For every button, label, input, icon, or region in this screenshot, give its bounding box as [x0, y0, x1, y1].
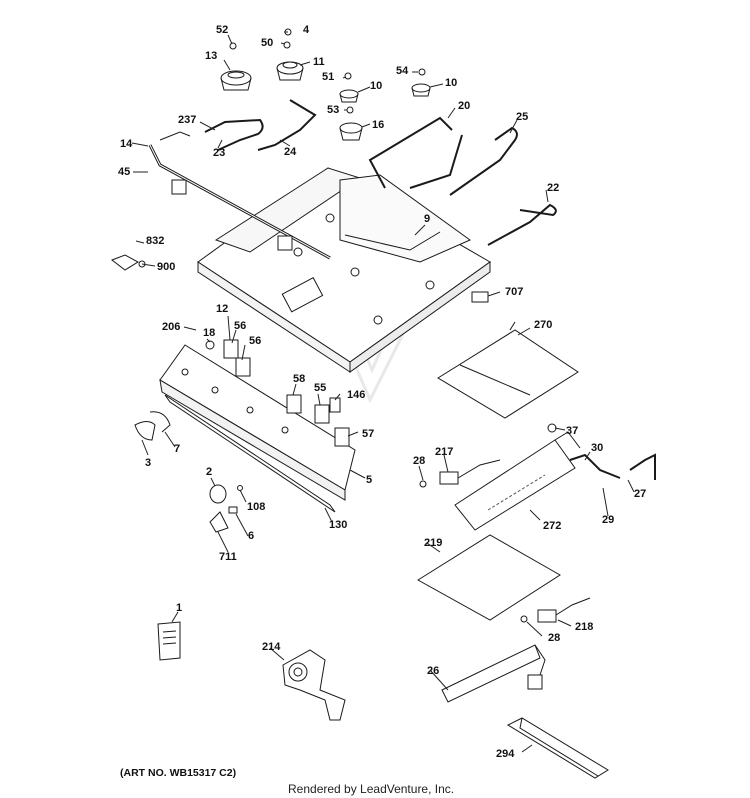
igniter-217	[440, 460, 500, 484]
callout-55: 55	[314, 382, 327, 394]
bracket-294	[508, 718, 608, 778]
knob-assembly-3	[135, 412, 170, 440]
burner-tube-22	[488, 205, 556, 245]
callout-4: 4	[303, 24, 310, 36]
bracket-900	[112, 255, 145, 270]
callout-130: 130	[329, 519, 348, 531]
callout-26: 26	[427, 665, 440, 677]
broil-shield-219	[418, 535, 560, 620]
callout-25: 25	[516, 111, 529, 123]
burner-tube-20	[370, 118, 462, 188]
callout-28: 28	[413, 455, 426, 467]
burner-box-tray	[198, 168, 490, 372]
callout-9: 9	[424, 213, 431, 225]
callout-14: 14	[120, 138, 133, 150]
callout-108: 108	[247, 501, 266, 513]
callout-1: 1	[176, 602, 183, 614]
callout-272: 272	[543, 520, 562, 532]
callout-11: 11	[313, 56, 325, 68]
callout-23: 23	[213, 147, 226, 159]
callout-10b: 10	[445, 77, 458, 89]
clip-6	[229, 507, 237, 513]
callout-22: 22	[547, 182, 560, 194]
callout-18: 18	[203, 327, 216, 339]
callout-29: 29	[602, 514, 615, 526]
callout-219: 219	[424, 537, 443, 549]
knob-2	[210, 485, 226, 503]
burner-tube-23	[205, 120, 263, 150]
callout-5: 5	[366, 474, 373, 486]
callout-30: 30	[591, 442, 604, 454]
callout-6: 6	[248, 530, 255, 542]
burner-head-13	[221, 71, 251, 90]
screw-108	[238, 486, 243, 491]
heat-shield-270	[438, 322, 578, 418]
callout-37: 37	[566, 425, 579, 437]
igniter-218	[538, 598, 590, 622]
callout-24: 24	[284, 146, 297, 158]
clip-707	[472, 292, 488, 302]
burner-head-10b	[412, 84, 430, 96]
valve-assemblies	[206, 340, 349, 446]
callout-900: 900	[157, 261, 176, 273]
leader-lines	[131, 31, 635, 753]
callout-214: 214	[262, 641, 281, 653]
callout-7: 7	[174, 443, 181, 455]
callout-12: 12	[216, 303, 229, 315]
callout-28b: 28	[548, 632, 561, 644]
callout-711: 711	[219, 551, 237, 563]
callout-58: 58	[293, 373, 306, 385]
burner-head-16	[340, 123, 362, 140]
panel-strip-130	[165, 395, 335, 512]
gas-manifold-pipe	[150, 132, 330, 258]
callout-20: 20	[458, 100, 471, 112]
callout-13: 13	[205, 50, 218, 62]
burner-head-10a	[340, 90, 358, 102]
callout-56b: 56	[249, 335, 262, 347]
callout-217: 217	[435, 446, 454, 458]
knob-711	[210, 512, 228, 532]
callout-56: 56	[234, 320, 247, 332]
callout-50: 50	[261, 37, 274, 49]
screw-28b	[521, 616, 527, 622]
callout-270: 270	[534, 319, 553, 331]
callout-52: 52	[216, 24, 229, 36]
burner-head-11	[277, 62, 303, 80]
burner-tube-25	[450, 128, 517, 195]
screw-28a	[420, 481, 426, 487]
burner-tube-24	[258, 100, 315, 150]
literature-kit-1	[158, 622, 180, 660]
callout-146: 146	[347, 389, 366, 401]
callout-206: 206	[162, 321, 181, 333]
rendered-by-footer: Rendered by LeadVenture, Inc.	[288, 782, 455, 796]
callout-54: 54	[396, 65, 409, 77]
oven-burner-272	[455, 432, 580, 530]
callout-53: 53	[327, 104, 340, 116]
callout-707: 707	[505, 286, 524, 298]
callout-57: 57	[362, 428, 375, 440]
callout-218: 218	[575, 621, 594, 633]
callout-2: 2	[206, 466, 213, 478]
callout-16: 16	[372, 119, 385, 131]
pressure-regulator-214	[283, 650, 345, 720]
callout-51: 51	[322, 71, 335, 83]
art-number: (ART NO. WB15317 C2)	[120, 767, 237, 779]
callout-832: 832	[146, 235, 165, 247]
broil-burner-26	[442, 645, 545, 702]
callout-3: 3	[145, 457, 152, 469]
callout-10: 10	[370, 80, 383, 92]
callout-294: 294	[496, 748, 515, 760]
callout-27: 27	[634, 488, 647, 500]
callout-45: 45	[118, 166, 131, 178]
manifold-panel-5	[160, 345, 355, 500]
callout-237: 237	[178, 114, 197, 126]
